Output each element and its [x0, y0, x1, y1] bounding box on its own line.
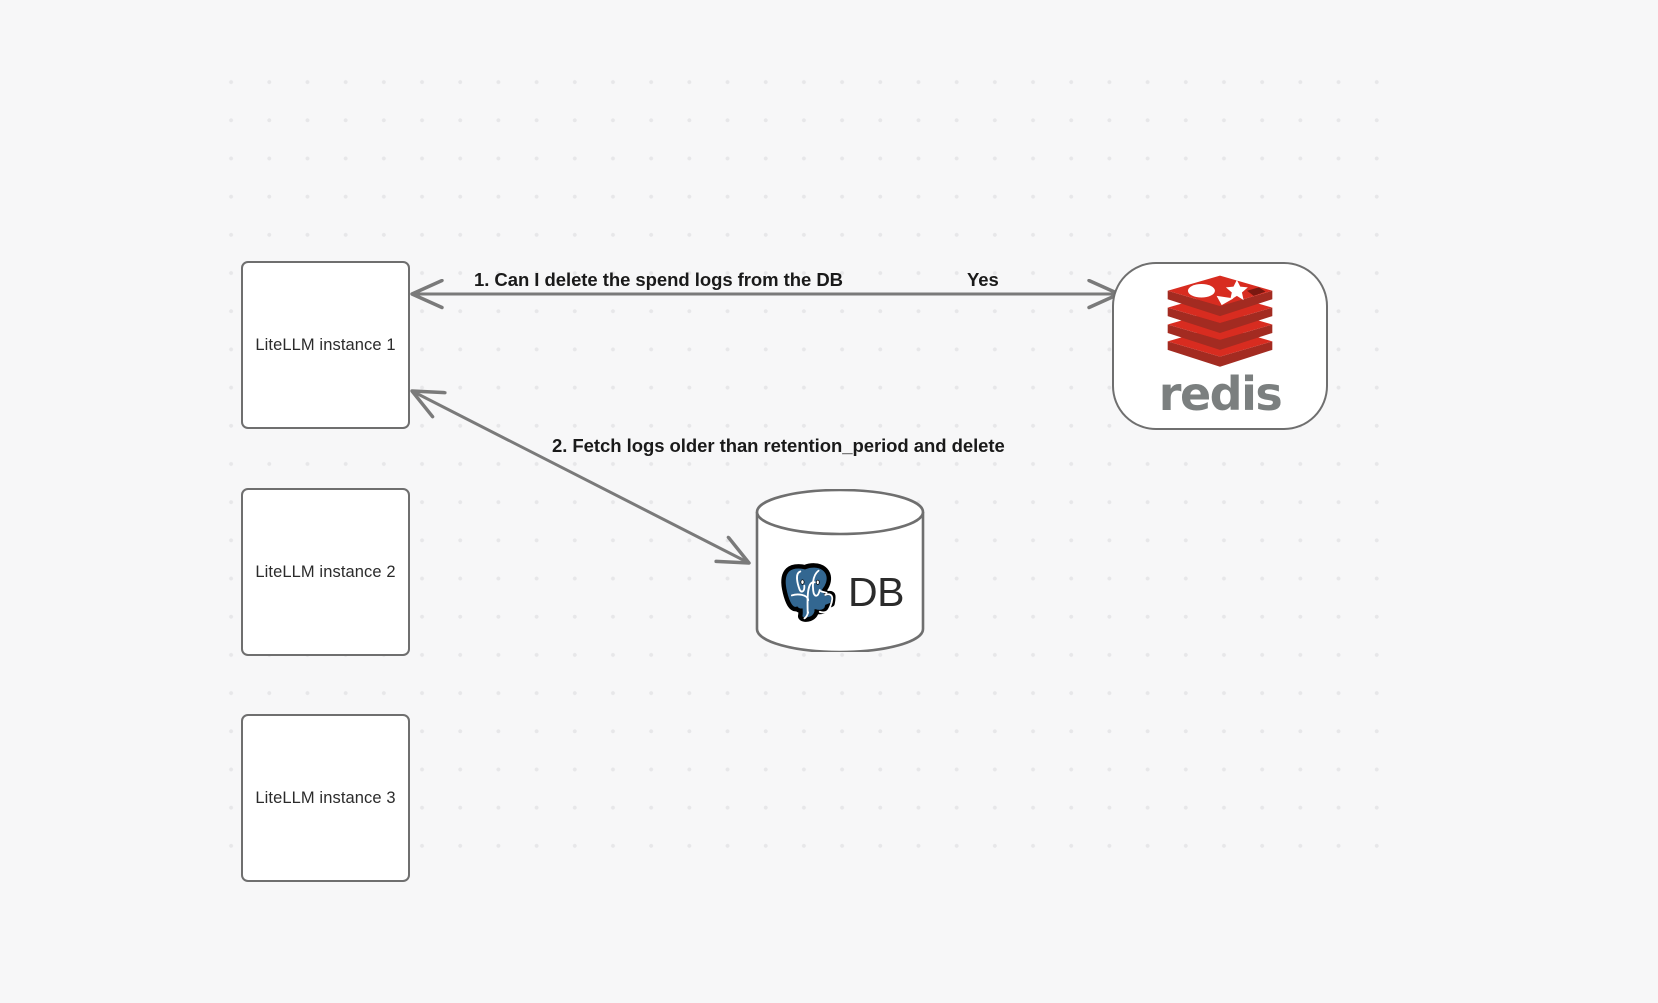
edge-label-db-cleanup: 2. Fetch logs older than retention_perio…	[552, 435, 1005, 456]
node-litellm-instance-1[interactable]: LiteLLM instance 1	[241, 261, 410, 429]
node-litellm-instance-3[interactable]: LiteLLM instance 3	[241, 714, 410, 882]
edge-line-db-cleanup[interactable]	[412, 391, 749, 563]
node-postgres-db[interactable]: DB	[754, 489, 926, 652]
db-node-label: DB	[848, 569, 904, 615]
redis-wordmark: redis	[1158, 367, 1283, 421]
redis-logo-icon: redis	[1158, 275, 1283, 421]
node-label-litellm-instance-1: LiteLLM instance 1	[255, 335, 396, 354]
node-litellm-instance-2[interactable]: LiteLLM instance 2	[241, 488, 410, 656]
postgresql-elephant-icon	[781, 562, 836, 622]
node-label-litellm-instance-2: LiteLLM instance 2	[255, 562, 396, 581]
edge-label-redis-response: Yes	[967, 269, 999, 290]
node-redis[interactable]: redis	[1112, 262, 1328, 430]
edge-label-redis-check: 1. Can I delete the spend logs from the …	[474, 269, 843, 290]
node-label-litellm-instance-3: LiteLLM instance 3	[255, 788, 396, 807]
